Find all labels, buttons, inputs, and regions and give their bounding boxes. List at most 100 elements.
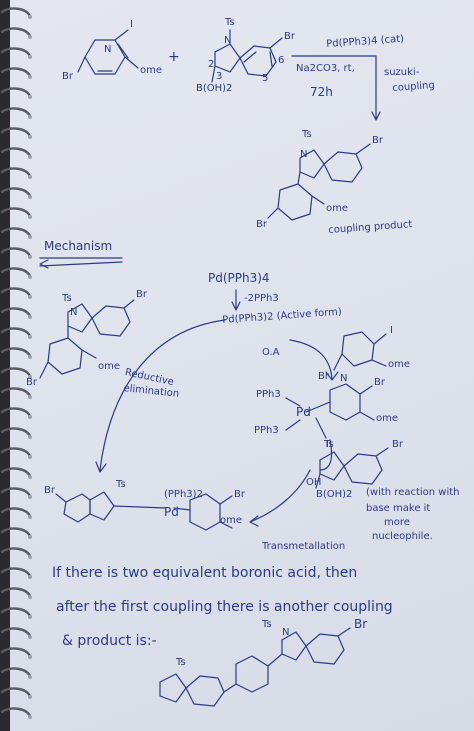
final-ts-2: Ts: [176, 657, 186, 668]
spiral-hole: [28, 675, 32, 679]
boronate-ts: Ts: [324, 439, 334, 450]
spiral-hole: [28, 315, 32, 319]
spiral-loop: [0, 387, 32, 398]
cycle-path-bottom: [249, 469, 311, 523]
reaction-name-1: suzuki-: [384, 67, 420, 78]
base-note-3: more: [384, 517, 410, 528]
oa-ligand-2: PPh3: [254, 425, 279, 436]
spiral-hole: [28, 655, 32, 659]
tm-ts: Ts: [116, 479, 126, 490]
spiral-hole: [28, 515, 32, 519]
spiral-loop: [0, 607, 32, 618]
conditions-line-2: 72h: [310, 85, 333, 99]
spiral-loop: [0, 587, 32, 598]
spiral-hole: [28, 695, 32, 699]
spiral-hole: [28, 95, 32, 99]
right-br: Br: [318, 371, 329, 382]
spiral-loop: [0, 447, 32, 458]
spiral-hole: [28, 135, 32, 139]
reagent-a-structure: [77, 29, 139, 75]
tm-ligand: (PPh3)2: [164, 489, 203, 500]
spiral-loop: [0, 247, 32, 258]
conditions-line-1: Na2CO3, rt,: [296, 63, 355, 74]
final-n: N: [282, 627, 290, 638]
spiral-loop: [0, 427, 32, 438]
left-br-2: Br: [26, 377, 37, 388]
spiral-loop: [0, 207, 32, 218]
spiral-loop: [0, 527, 32, 538]
tm-ome: ome: [220, 515, 243, 526]
spiral-hole: [28, 55, 32, 59]
final-br: Br: [354, 617, 368, 631]
product-br-2: Br: [256, 219, 267, 230]
base-note-2: base make it: [366, 503, 431, 514]
spiral-hole: [28, 195, 32, 199]
left-ome: ome: [98, 361, 121, 372]
spiral-loop: [0, 687, 32, 698]
spiral-loop: [0, 567, 32, 578]
spiral-hole: [28, 495, 32, 499]
spiral-binding: [0, 7, 32, 719]
spiral-loop: [0, 67, 32, 78]
spiral-loop: [0, 627, 32, 638]
cycle-catalyst: Pd(PPh3)4: [208, 271, 270, 285]
right-ome: ome: [388, 359, 411, 370]
reagent-b-pos2: 2: [208, 59, 215, 70]
spiral-hole: [28, 335, 32, 339]
reagent-b-n: N: [224, 35, 232, 46]
spiral-loop: [0, 47, 32, 58]
reagent-a-ome: ome: [140, 65, 163, 76]
boronate-br: Br: [392, 439, 403, 450]
spiral-hole: [28, 115, 32, 119]
mechanism-heading: Mechanism: [44, 239, 113, 253]
left-intermediate-structure: [39, 299, 135, 379]
reagent-b-structure: [211, 29, 283, 83]
spiral-loop: [0, 7, 32, 18]
product-ts: Ts: [302, 129, 312, 140]
product-n: N: [300, 149, 308, 160]
spiral-loop: [0, 27, 32, 38]
spiral-hole: [28, 375, 32, 379]
right-iodo: I: [390, 325, 393, 336]
left-n: N: [70, 307, 78, 318]
spiral-hole: [28, 475, 32, 479]
spiral-hole: [28, 15, 32, 19]
spiral-hole: [28, 615, 32, 619]
tm-complex-structure: [55, 491, 233, 531]
spiral-hole: [28, 395, 32, 399]
spiral-hole: [28, 35, 32, 39]
reagent-b-pos6: 6: [278, 55, 285, 66]
reagent-a-br: Br: [62, 71, 73, 82]
spiral-hole: [28, 155, 32, 159]
spiral-loop: [0, 87, 32, 98]
spiral-loop: [0, 367, 32, 378]
spiral-hole: [28, 715, 32, 719]
tm-br-1: Br: [44, 485, 55, 496]
final-product-structure: [159, 627, 351, 707]
product-ome: ome: [326, 203, 349, 214]
spiral-hole: [28, 555, 32, 559]
oa-iodo: I: [326, 439, 329, 450]
cycle-loss: -2PPh3: [244, 293, 279, 304]
spiral-loop: [0, 707, 32, 718]
spiral-loop: [0, 107, 32, 118]
final-ts: Ts: [262, 619, 272, 630]
spiral-loop: [0, 227, 32, 238]
notebook-page: [10, 0, 474, 731]
spiral-hole: [28, 595, 32, 599]
spiral-hole: [28, 435, 32, 439]
cycle-path-right: [289, 339, 333, 379]
oa-ome: ome: [376, 413, 399, 424]
spiral-hole: [28, 355, 32, 359]
boronate-oh: OH: [306, 477, 322, 488]
reagent-b-br: Br: [284, 31, 295, 42]
spiral-hole: [28, 275, 32, 279]
reagent-b-pos5: 5: [262, 73, 269, 84]
left-ts: Ts: [62, 293, 72, 304]
reagent-b-ts: Ts: [225, 17, 235, 28]
oa-ligand-1: PPh3: [256, 389, 281, 400]
spiral-hole: [28, 175, 32, 179]
spiral-hole: [28, 295, 32, 299]
spiral-hole: [28, 215, 32, 219]
